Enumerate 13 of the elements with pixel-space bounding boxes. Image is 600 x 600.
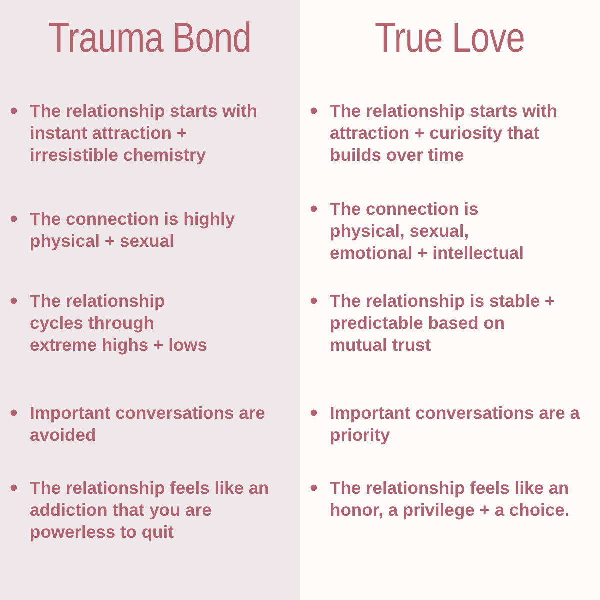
bullet-text: Important conversations are a priority (330, 403, 580, 445)
bullet-text: The relationship feels like an honor, a privilege + a choice. (330, 478, 570, 520)
bullet-text: The connection is physical, sexual, emotional + intellectual (330, 199, 524, 263)
bullet-text: The relationship starts with instant attraction + irresistible chemistry (30, 101, 258, 165)
bullet-text: The relationship cycles through extreme highs + lows (30, 291, 208, 355)
bullet-text: The relationship starts with attraction + curiosity that builds over time (330, 101, 558, 165)
bullet-text: The relationship feels like an addiction that you are powerless to quit (30, 478, 270, 542)
column-heading: True Love (374, 14, 526, 62)
bullet-text: Important conversations are avoided (30, 403, 266, 445)
bullet-text: The connection is highly physical + sexual (30, 209, 236, 251)
bullet-text: The relationship is stable + predictable based on mutual trust (330, 291, 556, 355)
column-heading: Trauma Bond (48, 14, 252, 62)
column-panel (0, 0, 300, 600)
